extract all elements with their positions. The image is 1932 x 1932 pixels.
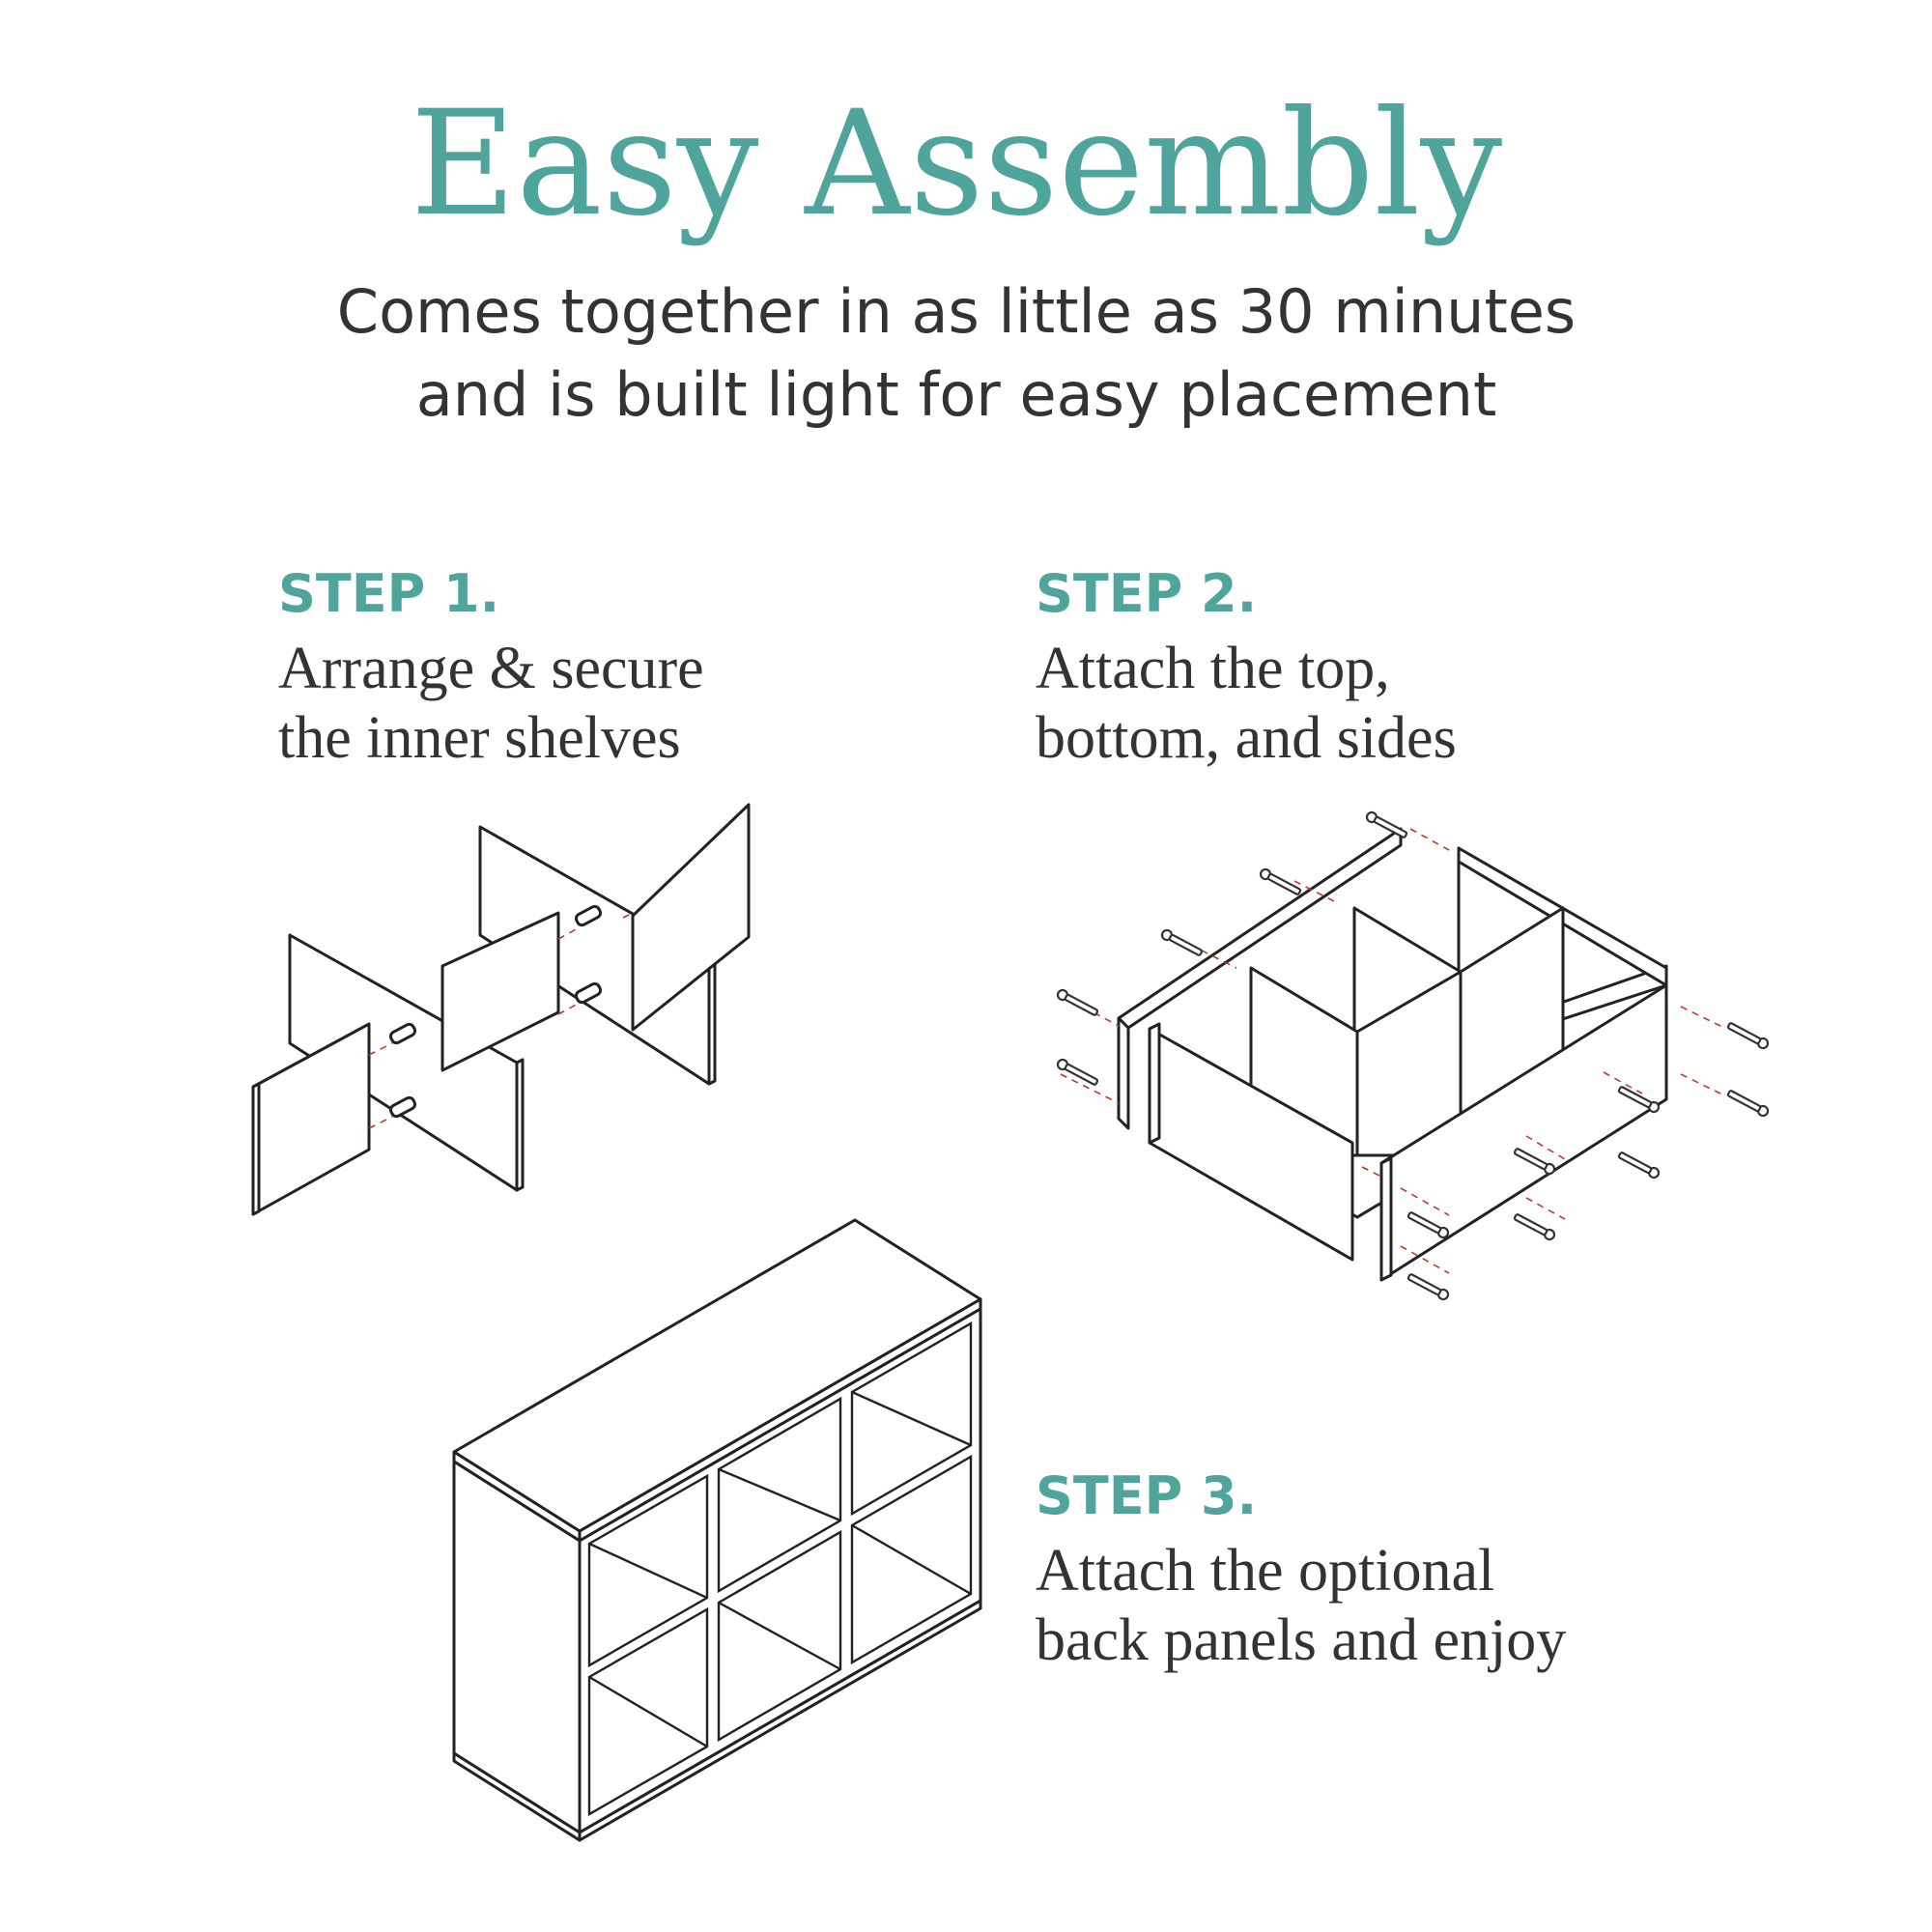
dowel <box>388 1022 417 1045</box>
page-title: Easy Assembly <box>410 80 1503 248</box>
step-3-label: STEP 3. <box>1036 1465 1258 1526</box>
dowel-pins <box>388 904 603 1119</box>
step-1: STEP 1. Arrange & secure the inner shelv… <box>278 568 704 773</box>
dowel <box>388 1095 417 1119</box>
step-1-illustration <box>251 803 751 1216</box>
subtitle-line-1: Comes together in as little as 30 minute… <box>336 276 1577 347</box>
step-2-illustration <box>1056 810 1770 1301</box>
front-divider-edge <box>515 1058 525 1192</box>
step-2-guide-lines <box>1060 828 1725 1274</box>
page-subtitle: Comes together in as little as 30 minute… <box>0 270 1913 437</box>
dowel <box>574 904 603 927</box>
screws <box>1056 810 1770 1301</box>
screw <box>1617 1086 1661 1114</box>
step-3-line-1: Attach the optional <box>1036 1538 1495 1604</box>
front-shelf-edge <box>251 1082 261 1216</box>
step-2-line-2: bottom, and sides <box>1036 705 1457 771</box>
back-divider-edge <box>707 952 717 1086</box>
screw <box>1259 867 1302 895</box>
screw <box>1160 928 1204 956</box>
step-2-description: Attach the top, bottom, and sides <box>1036 634 1457 773</box>
step-1-line-1: Arrange & secure <box>278 636 704 701</box>
cabinet-bottom-edge <box>578 1599 982 1842</box>
step-2: STEP 2. Attach the top, bottom, and side… <box>1036 568 1457 773</box>
screw <box>1406 1211 1450 1239</box>
screw <box>1513 1148 1556 1176</box>
step-2-label: STEP 2. <box>1036 563 1258 624</box>
screw <box>1617 1151 1661 1179</box>
screw <box>1726 1022 1770 1050</box>
subtitle-line-2: and is built light for easy placement <box>415 359 1497 430</box>
screw <box>1056 988 1099 1016</box>
step-2-line-1: Attach the top, <box>1036 636 1390 701</box>
far-shelf-panel <box>631 803 751 1032</box>
right-side-edge <box>1379 1156 1393 1282</box>
step-3-line-2: back panels and enjoy <box>1036 1607 1567 1673</box>
step-3: STEP 3. Attach the optional back panels … <box>1036 1470 1566 1675</box>
step-1-label: STEP 1. <box>278 563 500 624</box>
middle-shelf-panel <box>440 911 560 1072</box>
screw <box>1513 1213 1556 1241</box>
step-1-line-2: the inner shelves <box>278 705 681 771</box>
screw <box>1726 1090 1770 1118</box>
step-1-guide-lines <box>368 912 634 1129</box>
screw <box>1365 810 1408 838</box>
left-side-edge <box>1117 1016 1130 1130</box>
cube-depth-lines <box>588 1390 972 1748</box>
bottom-panel-edge <box>1148 1022 1161 1145</box>
step-3-illustration <box>452 1218 982 1842</box>
dowel <box>574 981 603 1005</box>
screw <box>1056 1058 1099 1086</box>
step-1-description: Arrange & secure the inner shelves <box>278 634 704 773</box>
step-3-description: Attach the optional back panels and enjo… <box>1036 1536 1566 1675</box>
screw <box>1406 1273 1450 1301</box>
